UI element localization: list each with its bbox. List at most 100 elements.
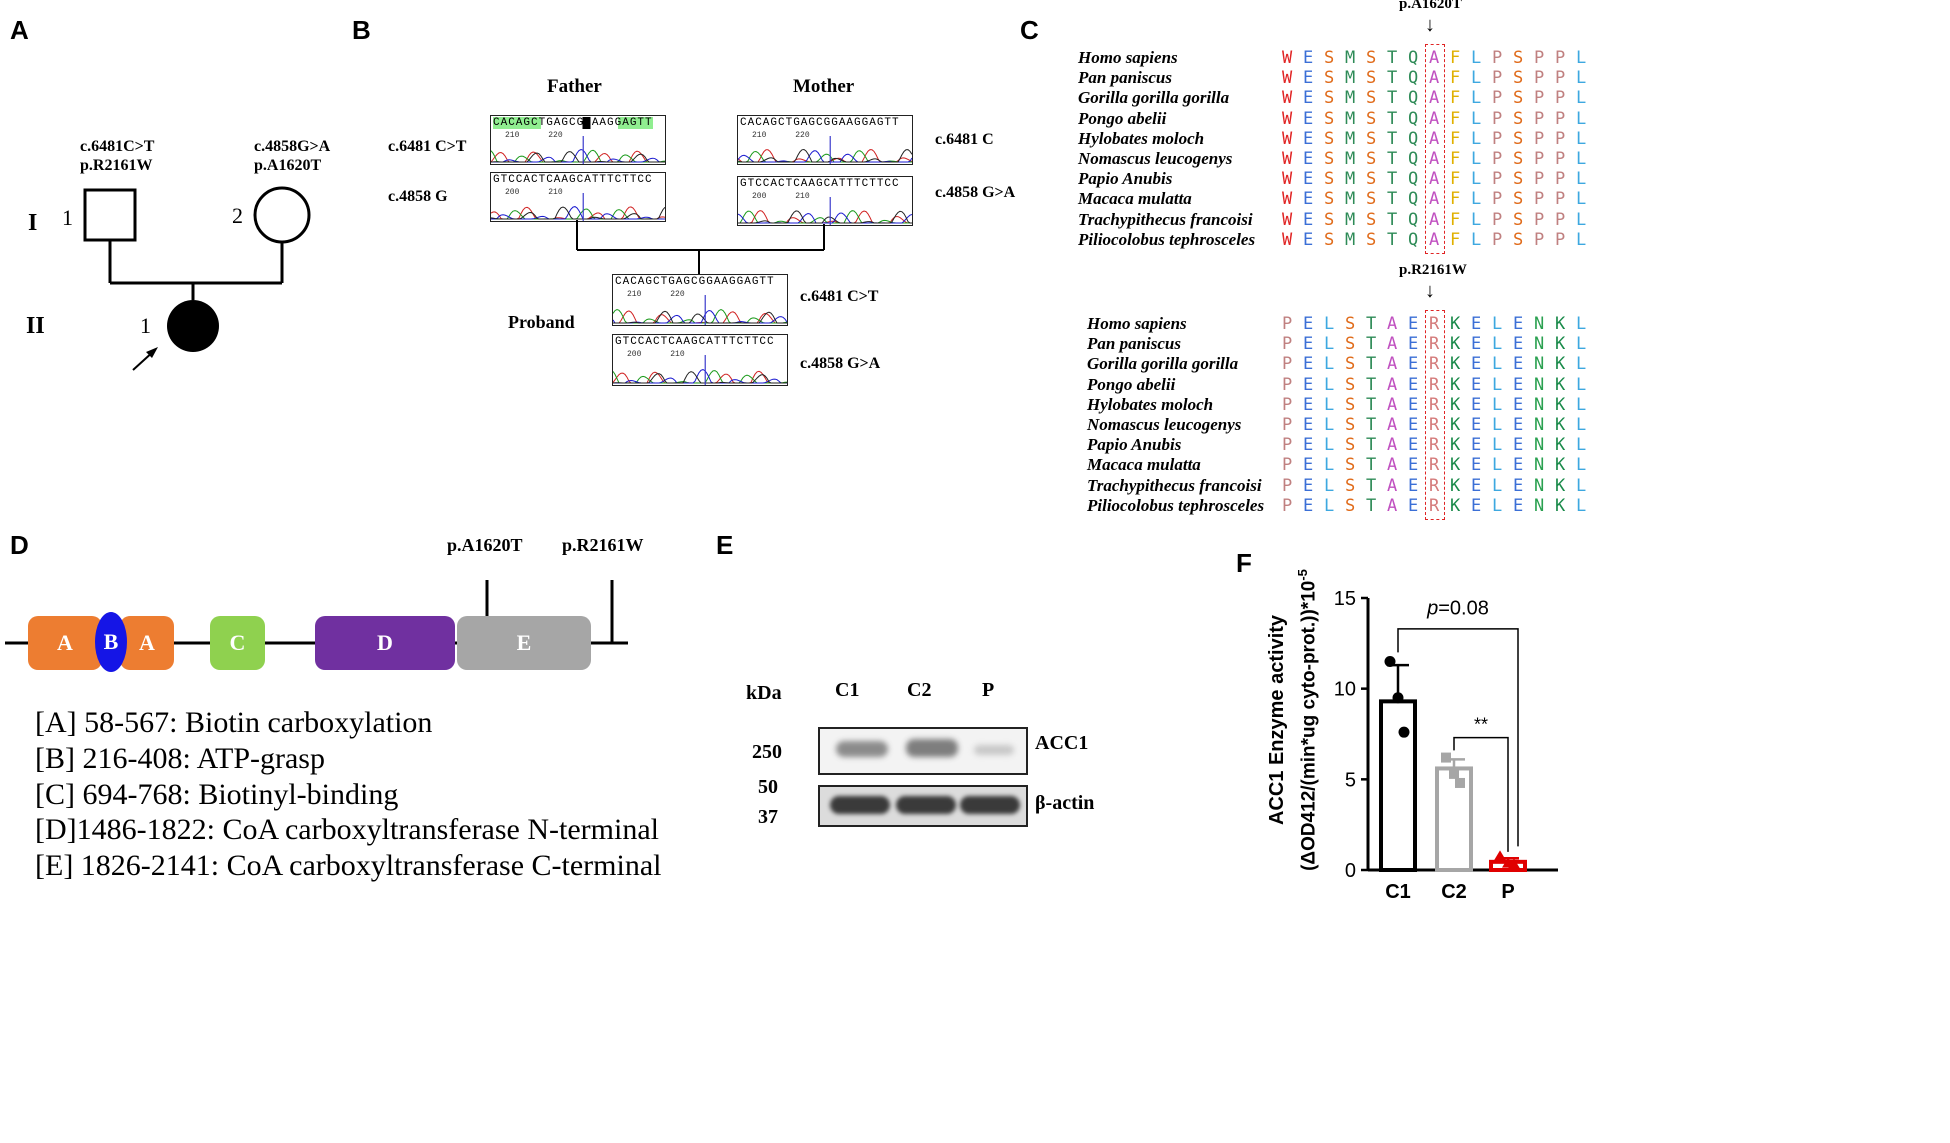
species-name: Trachypithecus francoisi (1087, 475, 1262, 495)
residue: F (1450, 229, 1461, 250)
residue: L (1492, 314, 1503, 334)
generation-label-i: I (28, 210, 38, 236)
residue: Q (1408, 48, 1419, 68)
residue: L (1471, 169, 1482, 190)
proband-top-variant: c.6481 C>T (800, 288, 879, 305)
residue: Q (1408, 169, 1419, 190)
residue: L (1492, 495, 1503, 516)
residue: N (1534, 314, 1545, 334)
mother-top-variant: c.6481 C (935, 131, 994, 148)
marker-50: 50 (758, 776, 778, 798)
residue: M (1345, 128, 1356, 149)
chromatogram-mother-b: GTCCACTCAAGCATTTCTTCC 200 210 (737, 176, 913, 226)
residue: A (1429, 108, 1440, 129)
trace (613, 355, 787, 385)
tick-label: 210 (795, 192, 810, 201)
data-point (1384, 655, 1396, 667)
species-name: Piliocolobus tephrosceles (1087, 495, 1265, 515)
residue: N (1534, 435, 1545, 456)
residue: T (1366, 334, 1377, 355)
y-axis-label-exponent: -5 (1295, 569, 1310, 581)
residue: F (1450, 169, 1461, 190)
residue: E (1513, 314, 1524, 334)
residue: N (1534, 374, 1545, 395)
significance-bracket-c1-p (1397, 628, 1519, 847)
mother-variant-c: c.4858G>A (254, 138, 331, 155)
residue: L (1576, 435, 1587, 456)
residue: P (1555, 88, 1566, 109)
species-name: Nomascus leucogenys (1087, 415, 1242, 434)
residue: K (1450, 354, 1461, 375)
trace (491, 136, 665, 164)
proband-bottom-variant: c.4858 G>A (800, 355, 881, 372)
species-name: Hylobates moloch (1078, 128, 1205, 148)
residue: S (1324, 88, 1335, 109)
residue: P (1555, 48, 1566, 68)
chromatogram-mother-a: CACAGCTGAGCGGAAGGAGTT 210 220 (737, 115, 913, 165)
species-name: Macaca mulatta (1087, 455, 1201, 475)
residue: S (1366, 189, 1377, 210)
residue: P (1534, 229, 1545, 250)
residue: S (1345, 334, 1356, 355)
trace-line (491, 206, 665, 220)
residue: K (1555, 394, 1566, 415)
residue: S (1513, 88, 1524, 109)
residue: E (1303, 415, 1314, 435)
residue: L (1576, 108, 1587, 129)
residue: L (1576, 149, 1587, 169)
residue: E (1303, 169, 1314, 190)
residue: W (1282, 189, 1293, 210)
residue: P (1534, 88, 1545, 109)
sequence-text: GTCCACTCAAGCATTTCTTCC (615, 336, 775, 348)
down-arrow-icon: ↓ (1425, 280, 1435, 302)
residue: A (1429, 149, 1440, 169)
species-name: Papio Anubis (1087, 435, 1182, 455)
tick-label: 200 (505, 188, 520, 197)
residue: E (1408, 334, 1419, 355)
residue: E (1471, 354, 1482, 375)
residue: T (1366, 415, 1377, 435)
residue: E (1513, 455, 1524, 476)
residue: E (1303, 475, 1314, 496)
residue: L (1576, 48, 1587, 68)
residue: R (1429, 495, 1440, 516)
residue: S (1324, 128, 1335, 149)
domain-e: E (457, 616, 591, 670)
residue: S (1366, 229, 1377, 250)
residue: L (1471, 68, 1482, 89)
residue: N (1534, 415, 1545, 435)
chromatogram-father-a: CACAGCTGAGCGGAAGGAGTT 210 220 (490, 115, 666, 165)
residue: A (1387, 354, 1398, 375)
species-name: Gorilla gorilla gorilla (1087, 354, 1239, 374)
residue: T (1366, 374, 1377, 395)
residue: W (1282, 128, 1293, 149)
tick-label: 210 (505, 131, 520, 140)
tick-label: 200 (627, 350, 642, 359)
residue: P (1282, 495, 1293, 516)
residue: P (1492, 209, 1503, 230)
residue: P (1555, 209, 1566, 230)
residue: P (1534, 189, 1545, 210)
residue: M (1345, 68, 1356, 89)
residue: S (1345, 475, 1356, 496)
residue: R (1429, 354, 1440, 375)
mother-number: 2 (232, 203, 243, 228)
residue: F (1450, 189, 1461, 210)
residue: L (1576, 455, 1587, 476)
p-value-annotation: p=0.08 (1426, 597, 1489, 619)
residue: W (1282, 88, 1293, 109)
residue: E (1513, 354, 1524, 375)
residue: K (1555, 415, 1566, 435)
domain-site1-label: p.A1620T (447, 535, 523, 555)
residue: E (1303, 128, 1314, 149)
residue: P (1492, 108, 1503, 129)
species-name: Trachypithecus francoisi (1078, 209, 1253, 229)
residue: P (1534, 108, 1545, 129)
lane-label-c2: C2 (907, 679, 932, 701)
residue: M (1345, 48, 1356, 68)
residue: K (1450, 495, 1461, 516)
residue: L (1576, 374, 1587, 395)
residue: L (1471, 108, 1482, 129)
residue: P (1555, 169, 1566, 190)
